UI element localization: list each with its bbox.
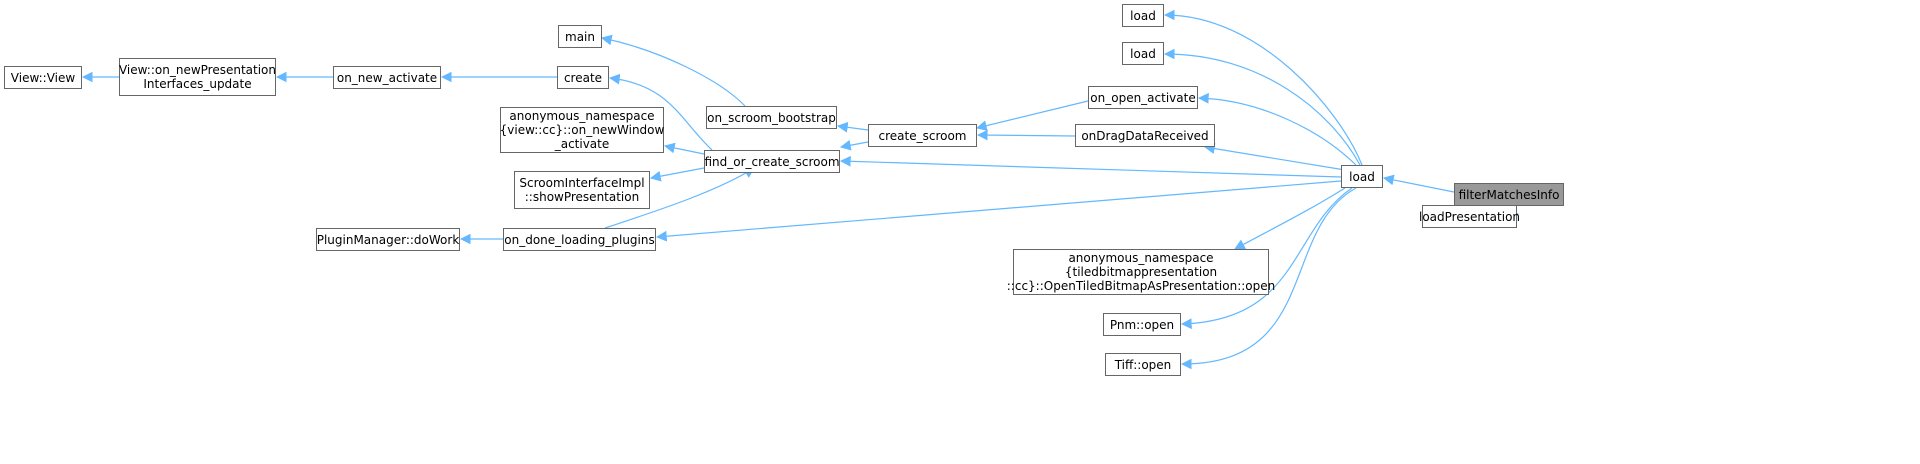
edge-load-to-on-done-loading: [655, 180, 1342, 242]
node-find-or-create-scroom[interactable]: find_or_create_scroom: [704, 150, 840, 173]
node-on-open-activate[interactable]: on_open_activate: [1088, 86, 1198, 109]
edge-on-done-to-find: [604, 167, 755, 229]
node-plugin-manager-do-work[interactable]: PluginManager::doWork: [316, 228, 460, 251]
edge-load-to-find-or-create: [839, 155, 1342, 178]
edge-load-to-pnm: [1180, 187, 1353, 330]
node-on-drag-data-received[interactable]: onDragDataReceived: [1075, 124, 1215, 147]
node-view-view[interactable]: View::View: [4, 66, 82, 89]
node-anonymous-view-on-new-window-activate[interactable]: anonymous_namespace {view::cc}::on_newWi…: [499, 107, 665, 153]
node-on-done-loading-plugins[interactable]: on_done_loading_plugins: [503, 228, 656, 251]
edge-on-open-to-create-scroom: [975, 100, 1089, 131]
node-load-presentation[interactable]: loadPresentation: [1419, 205, 1520, 228]
node-main[interactable]: main: [558, 25, 602, 48]
edge-load-to-load-1: [1163, 9, 1363, 166]
node-view-on-new-presentation-interfaces-update[interactable]: View::on_newPresentation Interfaces_upda…: [119, 58, 276, 96]
node-load-2[interactable]: load: [1122, 42, 1164, 65]
node-pnm-open[interactable]: Pnm::open: [1103, 313, 1181, 336]
edge-find-to-anon-view: [663, 142, 705, 155]
edge-find-to-create: [608, 73, 713, 151]
node-scroom-interface-impl-show-presentation[interactable]: ScroomInterfaceImpl ::showPresentation: [514, 171, 650, 209]
node-create[interactable]: create: [557, 66, 609, 89]
node-load-1[interactable]: load: [1122, 4, 1164, 27]
edge-load-to-anon-tiled: [1234, 187, 1346, 250]
node-tiff-open[interactable]: Tiff::open: [1105, 353, 1181, 376]
node-create-scroom[interactable]: create_scroom: [868, 124, 977, 147]
edge-create-scroom-to-bootstrap: [836, 121, 869, 133]
node-load-center[interactable]: load: [1341, 165, 1383, 188]
node-on-new-activate[interactable]: on_new_activate: [333, 66, 441, 89]
edge-load-to-on-open-activate: [1197, 92, 1357, 166]
edge-load-to-load-2: [1163, 48, 1361, 166]
edge-find-to-scroom-iface: [649, 167, 705, 182]
edge-load-to-tiff: [1180, 187, 1357, 370]
node-on-scroom-bootstrap[interactable]: on_scroom_bootstrap: [706, 106, 837, 129]
node-filter-matches-info[interactable]: filterMatchesInfo: [1454, 183, 1564, 206]
edge-create-scroom-to-find: [839, 139, 869, 151]
node-anonymous-open-tiled-bitmap-as-presentation[interactable]: anonymous_namespace {tiledbitmappresenta…: [1006, 249, 1276, 295]
edge-load-to-on-drag: [1203, 143, 1346, 171]
edge-on-drag-to-create-scroom: [976, 129, 1076, 141]
edge-bootstrap-to-main: [600, 34, 746, 107]
edge-filter-to-load: [1382, 174, 1455, 193]
